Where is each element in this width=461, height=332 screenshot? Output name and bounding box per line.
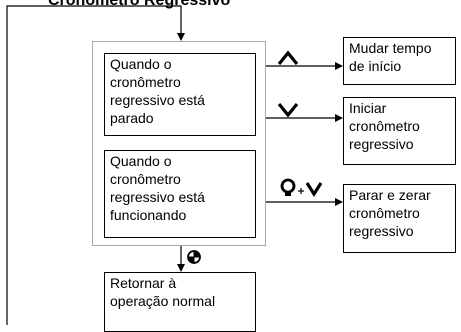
action-start-countdown-line-2: cronômetro — [349, 118, 420, 134]
action-change-start-time-box: Mudar tempo de início — [343, 37, 456, 85]
condition-running-line-1: Quando o — [110, 153, 172, 169]
bulb-plus-down-icon — [280, 178, 323, 197]
action-return-normal-line-1: Retornar à — [110, 275, 177, 291]
up-chevron-icon — [277, 50, 299, 66]
condition-stopped-box: Quando o cronômetro regressivo está para… — [104, 53, 256, 136]
action-stop-and-reset-line-3: regressivo — [349, 223, 414, 239]
action-change-start-time-line-2: de início — [349, 58, 402, 74]
condition-stopped-line-2: cronômetro — [110, 74, 181, 90]
down-chevron-small-icon — [305, 182, 323, 197]
action-stop-and-reset-line-1: Parar e zerar — [349, 187, 431, 203]
down-chevron-icon — [277, 102, 299, 118]
action-start-countdown-line-3: regressivo — [349, 136, 414, 152]
action-change-start-time-line-1: Mudar tempo — [349, 40, 432, 56]
plus-icon — [298, 188, 304, 194]
diagram-title: Cronômetro Regressivo — [48, 0, 231, 9]
bulb-icon — [280, 178, 296, 196]
action-start-countdown-box: Iniciar cronômetro regressivo — [343, 97, 456, 165]
condition-stopped-line-1: Quando o — [110, 56, 172, 72]
condition-running-line-2: cronômetro — [110, 171, 181, 187]
condition-stopped-line-3: regressivo está — [110, 92, 205, 108]
flow-diagram: Cronômetro Regressivo Quando o cronômetr… — [6, 0, 456, 332]
condition-running-line-3: regressivo está — [110, 189, 205, 205]
mode-button-icon — [187, 250, 201, 264]
condition-group — [92, 41, 266, 246]
action-start-countdown-line-1: Iniciar — [349, 100, 387, 116]
condition-running-box: Quando o cronômetro regressivo está func… — [104, 150, 256, 238]
condition-stopped-line-4: parado — [110, 110, 154, 126]
action-return-normal-line-2: operação normal — [110, 293, 216, 309]
connector-lines — [6, 5, 343, 325]
action-stop-and-reset-line-2: cronômetro — [349, 205, 420, 221]
action-stop-and-reset-box: Parar e zerar cronômetro regressivo — [343, 184, 456, 253]
return-loop-line — [6, 5, 185, 325]
action-return-normal-box: Retornar à operação normal — [104, 272, 256, 332]
condition-running-line-4: funcionando — [110, 207, 187, 223]
